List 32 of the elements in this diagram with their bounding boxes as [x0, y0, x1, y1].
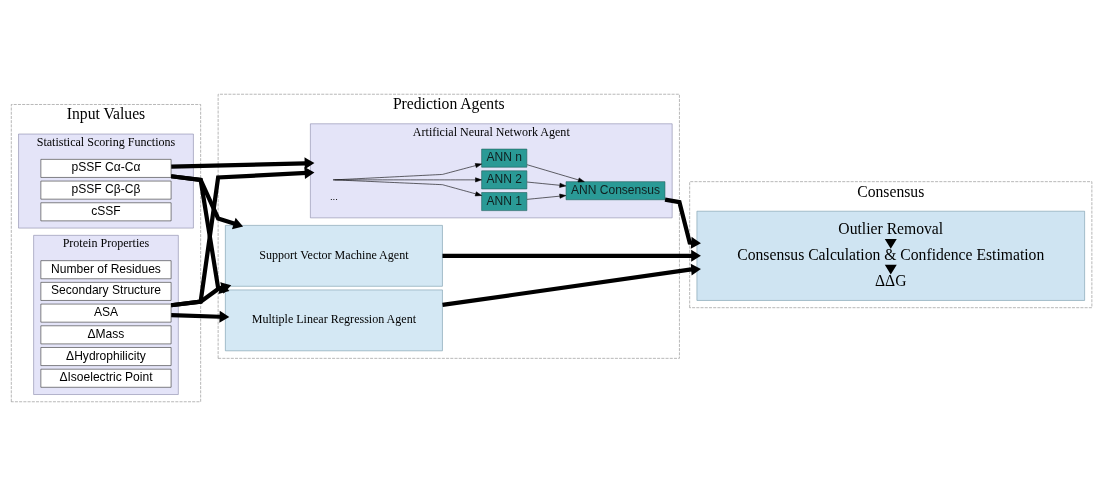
node-box: ANN 2 — [481, 170, 528, 189]
arrow — [334, 176, 482, 182]
node-box: ANN 1 — [481, 191, 528, 211]
node-box: ΔHydrophilicity — [40, 346, 172, 366]
arrow — [170, 166, 315, 307]
arrow — [171, 156, 315, 169]
arrow — [664, 197, 701, 249]
label: ... — [329, 190, 338, 202]
arrow — [442, 263, 701, 307]
arrow — [526, 193, 567, 200]
arrow — [334, 162, 482, 180]
arrow — [334, 179, 482, 196]
cluster — [696, 210, 1085, 301]
node-box: ANN n — [481, 148, 528, 167]
node-text: Outlier Removal — [838, 219, 944, 237]
node-box: ΔMass — [40, 325, 172, 344]
arrow — [526, 163, 585, 182]
node-box: Secondary Structure — [40, 281, 172, 301]
node-box: ΔIsoelectric Point — [40, 368, 172, 388]
node-box: cSSF — [40, 202, 172, 221]
node-text: ΔΔG — [875, 271, 907, 289]
node-text: Consensus Calculation & Confidence Estimation — [737, 245, 1045, 263]
node-box: pSSF Cα-Cα — [40, 158, 172, 178]
arrow — [442, 249, 701, 262]
node-box: Number of Residues — [40, 259, 172, 279]
node-box: pSSF Cβ-Cβ — [40, 180, 172, 199]
node-box: ASA — [40, 303, 172, 322]
node-box: Support Vector Machine Agent — [225, 224, 443, 287]
node-box: Multiple Linear Regression Agent — [225, 289, 443, 351]
arrow — [526, 181, 567, 188]
node-box: ANN Consensus — [565, 180, 666, 200]
arrow — [171, 310, 230, 323]
